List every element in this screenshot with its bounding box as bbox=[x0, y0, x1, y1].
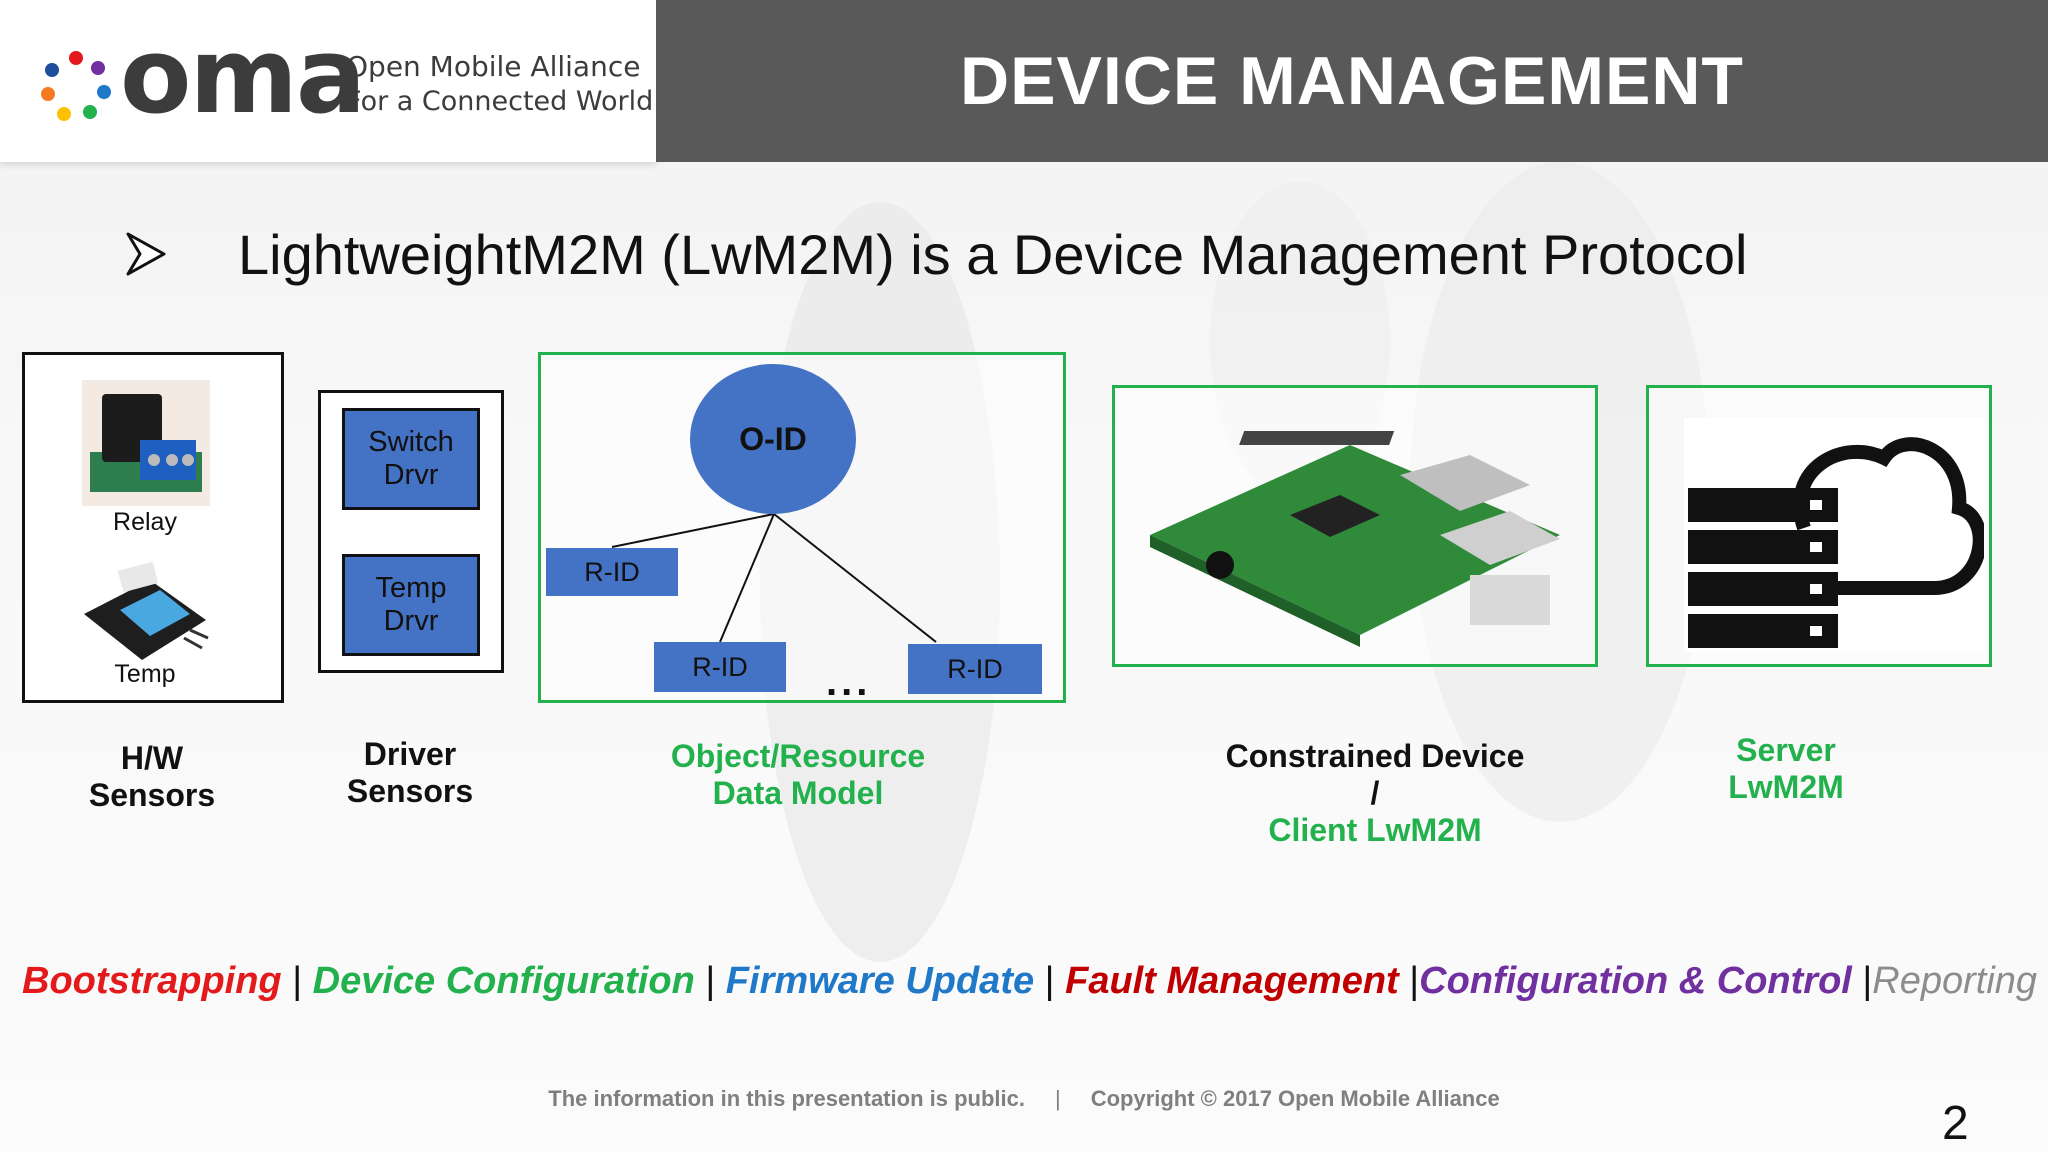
caption-model-line1: Object/Resource bbox=[670, 738, 926, 774]
caption-driver-sensors: Driver Sensors bbox=[310, 736, 510, 810]
feature-bootstrapping: Bootstrapping bbox=[22, 960, 282, 1002]
footer-public-notice: The information in this presentation is … bbox=[548, 1086, 1025, 1111]
switch-driver-block: Switch Drvr bbox=[342, 408, 480, 510]
feature-reporting: Reporting bbox=[1872, 960, 2038, 1002]
caption-hw-line2: Sensors bbox=[88, 777, 216, 813]
feature-list: Bootstrapping | Device Configuration | F… bbox=[22, 960, 2037, 1003]
footer-copyright: Copyright © 2017 Open Mobile Alliance bbox=[1090, 1086, 1500, 1111]
page-number: 2 bbox=[1942, 1097, 1969, 1150]
caption-device-line3: Client LwM2M bbox=[1268, 812, 1482, 848]
feature-device-configuration: Device Configuration bbox=[312, 960, 695, 1002]
resource-id-node: R-ID bbox=[908, 644, 1042, 694]
relay-image bbox=[82, 380, 210, 506]
feature-separator: | bbox=[1409, 960, 1420, 1002]
caption-server: Server LwM2M bbox=[1686, 732, 1886, 806]
caption-hw-sensors: H/W Sensors bbox=[52, 740, 252, 814]
caption-data-model: Object/Resource Data Model bbox=[618, 738, 978, 812]
temp-driver-block: Temp Drvr bbox=[342, 554, 480, 656]
caption-device-line1: Constrained Device bbox=[1225, 738, 1525, 774]
caption-device-line2: / bbox=[1370, 775, 1380, 811]
feature-separator: | bbox=[1862, 960, 1873, 1002]
feature-configuration-control: Configuration & Control bbox=[1419, 960, 1852, 1002]
resource-id-node: R-ID bbox=[546, 548, 678, 596]
server-cloud-icon bbox=[1684, 418, 1984, 652]
caption-driver-line1: Driver bbox=[363, 736, 457, 772]
caption-constrained-device: Constrained Device / Client LwM2M bbox=[1160, 738, 1590, 849]
footer: The information in this presentation is … bbox=[0, 1086, 2048, 1112]
data-model-links bbox=[611, 513, 937, 643]
object-id-node: O-ID bbox=[690, 364, 856, 514]
caption-hw-line1: H/W bbox=[120, 740, 184, 776]
logo-wordmark: oma bbox=[120, 15, 366, 137]
temp-label: Temp bbox=[114, 660, 176, 688]
feature-fault-management: Fault Management bbox=[1065, 960, 1399, 1002]
oma-logo: oma Open Mobile Alliance For a Connected… bbox=[0, 0, 656, 162]
slide-title: DEVICE MANAGEMENT bbox=[960, 43, 1744, 119]
footer-divider: | bbox=[1054, 1086, 1061, 1111]
caption-server-line1: Server bbox=[1736, 732, 1836, 768]
feature-separator: | bbox=[1044, 960, 1055, 1002]
caption-server-line2: LwM2M bbox=[1728, 769, 1844, 805]
caption-driver-line2: Sensors bbox=[346, 773, 474, 809]
logo-tagline: Open Mobile Alliance bbox=[346, 50, 641, 83]
title-bar: DEVICE MANAGEMENT bbox=[656, 0, 2048, 162]
arrow-bullet-icon bbox=[126, 232, 166, 276]
temp-sensor-image bbox=[84, 561, 209, 660]
feature-separator: | bbox=[292, 960, 303, 1002]
feature-separator: | bbox=[705, 960, 716, 1002]
resource-id-node: R-ID bbox=[654, 642, 786, 692]
relay-label: Relay bbox=[113, 508, 177, 536]
feature-firmware-update: Firmware Update bbox=[725, 960, 1035, 1002]
more-resources-ellipsis: ... bbox=[826, 660, 872, 704]
raspberry-pi-image bbox=[1150, 431, 1560, 647]
caption-model-line2: Data Model bbox=[712, 775, 884, 811]
logo-tagline-sub: For a Connected World bbox=[346, 86, 654, 117]
bullet-text: LightweightM2M (LwM2M) is a Device Manag… bbox=[238, 223, 1748, 286]
oma-logo-icon bbox=[41, 51, 111, 121]
